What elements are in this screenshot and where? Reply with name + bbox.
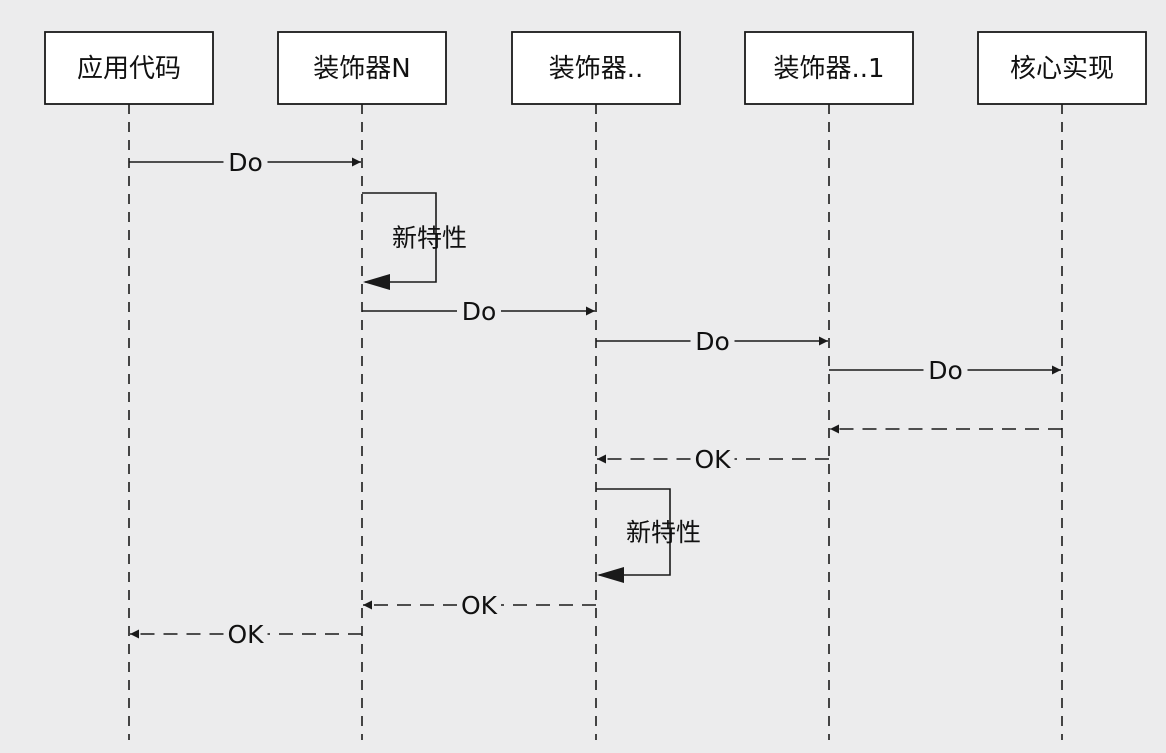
participant-label: 核心实现 xyxy=(1010,54,1114,84)
participant-dec1: 装饰器..1 xyxy=(744,31,914,105)
participant-boxes: 应用代码 装饰器N 装饰器.. 装饰器..1 核心实现 xyxy=(44,31,1147,105)
participant-box xyxy=(277,31,447,105)
participant-box xyxy=(511,31,681,105)
message-4: Do xyxy=(596,327,828,356)
self-call-line xyxy=(596,488,671,576)
message-5: Do xyxy=(829,356,1061,385)
self-call-arrowhead xyxy=(363,274,390,290)
participant-decDots: 装饰器.. xyxy=(511,31,681,105)
message-9: OK xyxy=(363,591,596,620)
participant-label: 装饰器.. xyxy=(549,54,644,84)
participant-box xyxy=(977,31,1147,105)
message-10: OK xyxy=(130,620,362,649)
message-label: Do xyxy=(462,297,497,326)
message-7: OK xyxy=(597,445,829,474)
message-label: Do xyxy=(928,356,963,385)
message-1: Do xyxy=(129,148,361,177)
participant-decN: 装饰器N xyxy=(277,31,447,105)
message-3: Do xyxy=(362,297,595,326)
participant-label: 装饰器..1 xyxy=(773,54,884,84)
message-8: 新特性 xyxy=(596,488,701,583)
message-label: Do xyxy=(228,148,263,177)
participant-label: 装饰器N xyxy=(313,54,410,84)
participant-label: 应用代码 xyxy=(77,54,181,84)
participant-core: 核心实现 xyxy=(977,31,1147,105)
message-label: OK xyxy=(461,591,498,620)
participant-box xyxy=(44,31,214,105)
message-label: OK xyxy=(694,445,731,474)
self-call-arrowhead xyxy=(597,567,624,583)
message-2: 新特性 xyxy=(362,192,467,290)
participant-box xyxy=(744,31,914,105)
self-call-label: 新特性 xyxy=(626,518,701,547)
participant-app: 应用代码 xyxy=(44,31,214,105)
message-label: OK xyxy=(227,620,264,649)
message-label: Do xyxy=(695,327,730,356)
self-call-label: 新特性 xyxy=(392,224,467,253)
self-call-line xyxy=(362,192,437,283)
